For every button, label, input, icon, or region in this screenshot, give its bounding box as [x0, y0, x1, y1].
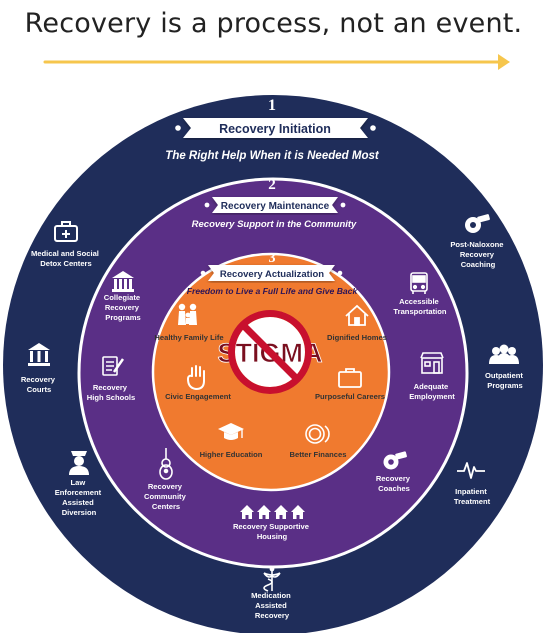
inner-label-3: Purposeful Careers — [315, 392, 385, 401]
caduceus-icon — [263, 566, 281, 592]
outer-label-0: Medical and Social Detox Centers — [31, 249, 101, 268]
level-2-number: 2 — [268, 177, 276, 193]
inner-label-4: Higher Education — [200, 450, 263, 459]
level-3-number: 3 — [269, 251, 276, 266]
inner-label-1: Dignified Homes — [327, 333, 387, 342]
group-icon — [489, 344, 519, 364]
ribbon-recovery-maintenance-label: Recovery Maintenance — [221, 201, 330, 212]
bus-icon — [410, 272, 428, 294]
whistle-icon — [465, 214, 490, 233]
police-officer-icon — [69, 451, 89, 475]
middle-label-1: Recovery High Schools — [87, 383, 136, 402]
coins-icon — [305, 424, 330, 444]
guitar-icon — [159, 448, 173, 480]
inner-label-5: Better Finances — [290, 450, 347, 459]
home-icon — [345, 304, 369, 326]
stigma-strike — [228, 310, 312, 394]
inner-label-2: Civic Engagement — [165, 392, 231, 401]
graduation-cap-icon — [218, 423, 244, 440]
middle-label-5: Adequate Employment — [409, 382, 455, 401]
college-icon — [112, 271, 134, 292]
ribbon-recovery-maintenance — [212, 197, 338, 213]
whistle-icon — [383, 451, 407, 470]
middle-label-6: Accessible Transportation — [393, 297, 447, 316]
outer-label-6: Post-Naloxone Recovery Coaching — [450, 240, 505, 269]
outer-label-2: Law Enforcement Assisted Diversion — [55, 478, 104, 517]
first-aid-kit-icon — [54, 221, 78, 242]
middle-label-0: Collegiate Recovery Programs — [104, 293, 142, 322]
level-1-number: 1 — [268, 97, 276, 114]
timeline-arrow — [43, 54, 510, 70]
ribbon-recovery-initiation-label: Recovery Initiation — [219, 122, 331, 136]
heartbeat-icon — [457, 462, 485, 479]
tagline-actualization: Freedom to Live a Full Life and Give Bac… — [187, 286, 359, 296]
courthouse-icon — [28, 343, 50, 366]
family-icon — [178, 303, 197, 325]
tagline-maintenance: Recovery Support in the Community — [192, 219, 357, 230]
headline: Recovery is a process, not an event. — [24, 8, 523, 39]
storefront-icon — [420, 352, 444, 374]
briefcase-icon — [338, 368, 362, 388]
inner-label-0: Healthy Family Life — [154, 333, 223, 342]
outer-label-4: Inpatient Treatment — [454, 487, 491, 506]
houses-icon — [240, 505, 305, 519]
notepad-icon — [102, 356, 125, 376]
outer-label-5: Outpatient Programs — [485, 371, 525, 390]
ribbon-recovery-actualization — [208, 265, 335, 281]
outer-label-3: Medication Assisted Recovery — [251, 591, 293, 620]
ribbon-recovery-initiation — [183, 118, 368, 138]
ribbon-recovery-actualization-label: Recovery Actualization — [220, 269, 324, 280]
outer-label-1: Recovery Courts — [21, 375, 57, 394]
middle-label-3: Recovery Supportive Housing — [233, 522, 311, 541]
tagline-initiation: The Right Help When it is Needed Most — [165, 150, 380, 162]
middle-label-2: Recovery Community Centers — [144, 482, 188, 511]
raised-hand-icon — [186, 365, 205, 391]
middle-label-4: Recovery Coaches — [376, 474, 412, 493]
